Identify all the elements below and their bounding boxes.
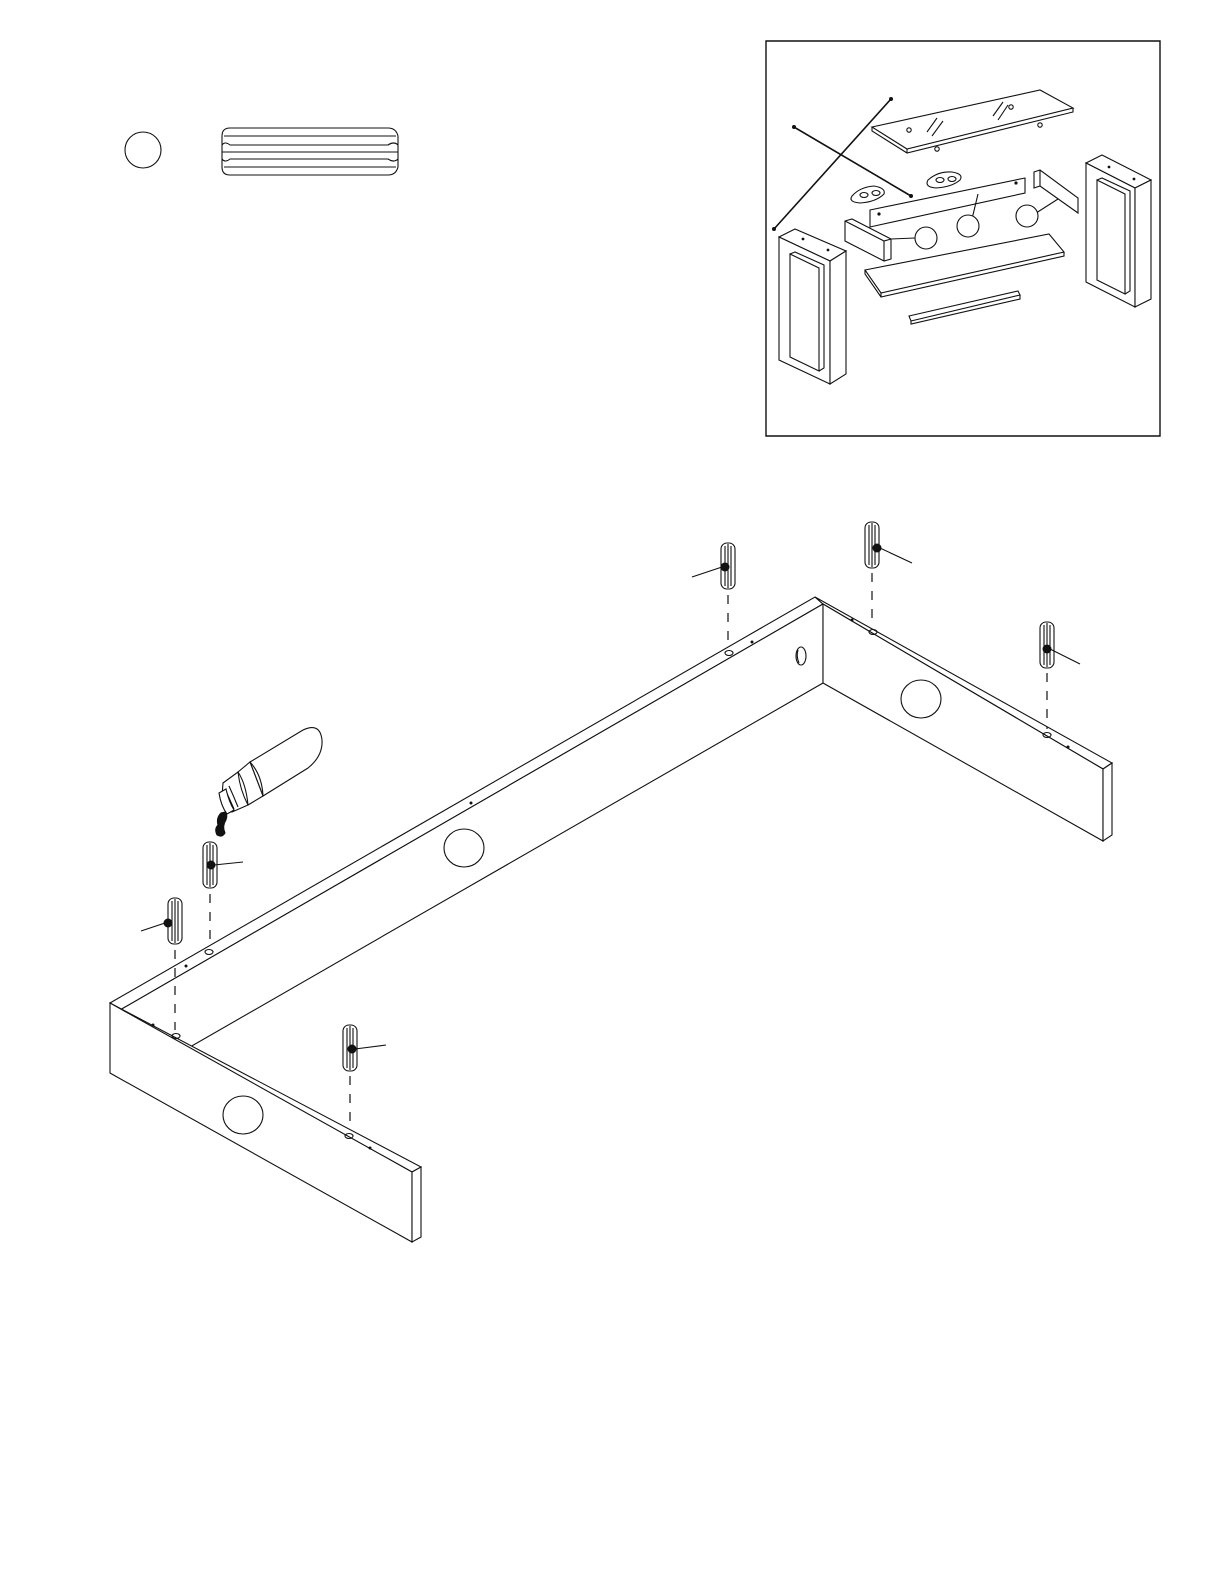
dowel [1040,622,1080,729]
glue-bottle-icon [216,728,322,837]
dowel [343,1025,386,1130]
short-apron-right [1034,170,1078,213]
leg-frame-right [1086,155,1151,307]
leg-frame-left [779,229,846,384]
long-apron [110,597,823,1047]
short-apron-left [845,219,891,261]
fluted-dowel-icon [222,128,398,175]
legend [125,128,398,175]
glass-top [872,90,1073,153]
part-callout-bubble [125,132,161,168]
exploded-view-inset [766,41,1160,436]
apron-frame [110,597,1112,1242]
lower-shelf [865,234,1064,297]
dowel [692,543,735,647]
dowel [865,522,912,626]
side-apron-right [815,597,1112,841]
side-apron-front [110,1003,421,1242]
dowels [141,522,1080,1130]
bottom-rail [909,291,1020,324]
